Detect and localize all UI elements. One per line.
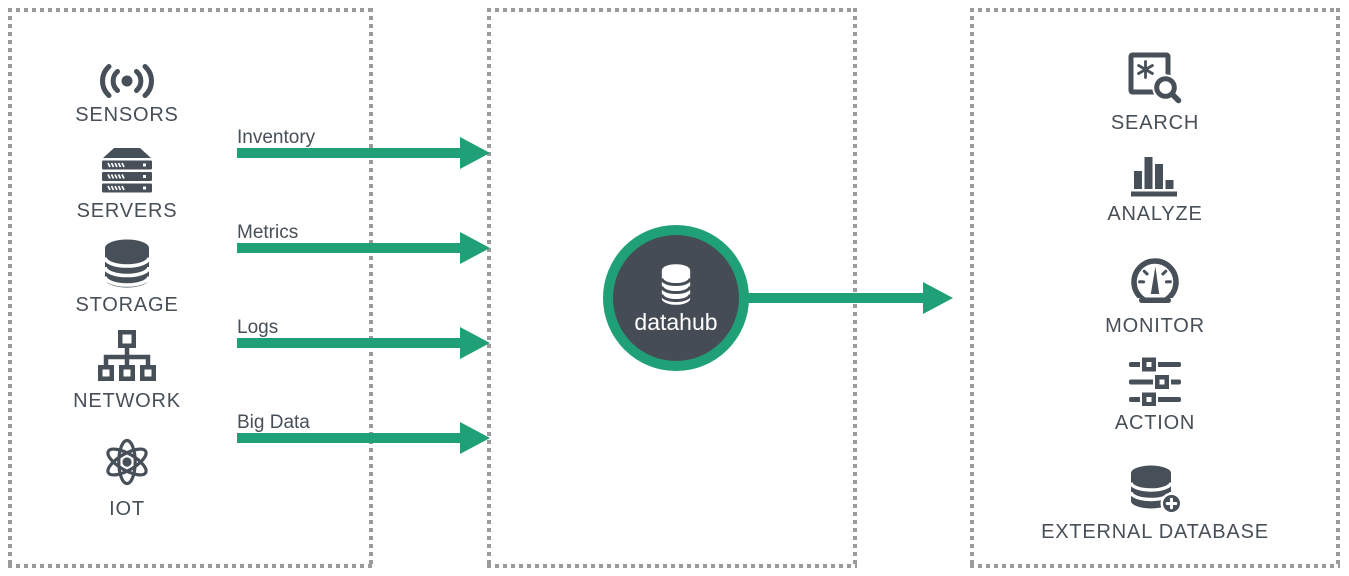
flow-label: Big Data (237, 412, 310, 433)
network-icon (98, 330, 156, 381)
monitor-icon (1128, 258, 1182, 309)
flow-arrow-metrics: Metrics (237, 223, 490, 283)
flow-arrow-big-data: Big Data (237, 413, 490, 473)
output-item-external-database: EXTERNAL DATABASE (1005, 463, 1305, 543)
datahub-inner-circle: datahub (613, 235, 739, 361)
arrow-line (237, 137, 490, 169)
output-label: SEARCH (1110, 112, 1200, 134)
arrow-head-icon (460, 422, 490, 454)
output-label: EXTERNAL DATABASE (1041, 521, 1269, 543)
analyze-icon (1131, 157, 1177, 197)
flow-label: Metrics (237, 222, 299, 243)
arrow-shaft (237, 243, 462, 253)
source-item-network: NETWORK (19, 330, 235, 412)
arrow-head-icon (460, 327, 490, 359)
datahub-node: datahub (603, 225, 749, 371)
arrow-shaft (237, 338, 462, 348)
arrow-line (237, 232, 490, 264)
hub-output-arrow (748, 282, 953, 314)
source-label: NETWORK (73, 390, 181, 412)
output-label: MONITOR (1105, 315, 1205, 337)
arrow-head-icon (460, 232, 490, 264)
outputs-panel: SEARCH ANALYZE (970, 8, 1340, 568)
search-icon (1128, 52, 1182, 106)
arrow-shaft (237, 148, 462, 158)
datahub-label: datahub (634, 308, 718, 335)
output-item-search: SEARCH (1005, 52, 1305, 134)
output-label: ANALYZE (1107, 203, 1203, 225)
database-icon (660, 263, 692, 305)
storage-icon (103, 239, 151, 288)
arrow-head-icon (460, 137, 490, 169)
output-item-analyze: ANALYZE (1005, 151, 1305, 225)
source-item-sensors: SENSORS (19, 64, 235, 126)
flow-arrow-logs: Logs (237, 318, 490, 378)
source-label: SERVERS (76, 200, 178, 222)
iot-icon (106, 438, 148, 486)
flow-label: Logs (237, 317, 279, 338)
source-label: STORAGE (75, 294, 179, 316)
flow-arrow-inventory: Inventory (237, 128, 490, 188)
source-label: SENSORS (75, 104, 179, 126)
action-icon (1129, 356, 1181, 406)
arrow-head-icon (923, 282, 953, 314)
output-item-monitor: MONITOR (1005, 257, 1305, 337)
output-label: ACTION (1114, 412, 1196, 434)
arrow-line (237, 327, 490, 359)
source-item-servers: SERVERS (19, 148, 235, 222)
servers-icon (102, 148, 152, 193)
source-label: IOT (109, 498, 145, 520)
sources-panel: SENSORS (8, 8, 373, 568)
flow-label: Inventory (237, 127, 316, 148)
external-database-icon (1129, 465, 1183, 515)
source-item-iot: IOT (19, 432, 235, 520)
source-item-storage: STORAGE (19, 238, 235, 316)
output-item-action: ACTION (1005, 356, 1305, 434)
sensors-icon (100, 64, 154, 98)
arrow-shaft (237, 433, 462, 443)
arrow-shaft (748, 293, 925, 303)
arrow-line (237, 422, 490, 454)
